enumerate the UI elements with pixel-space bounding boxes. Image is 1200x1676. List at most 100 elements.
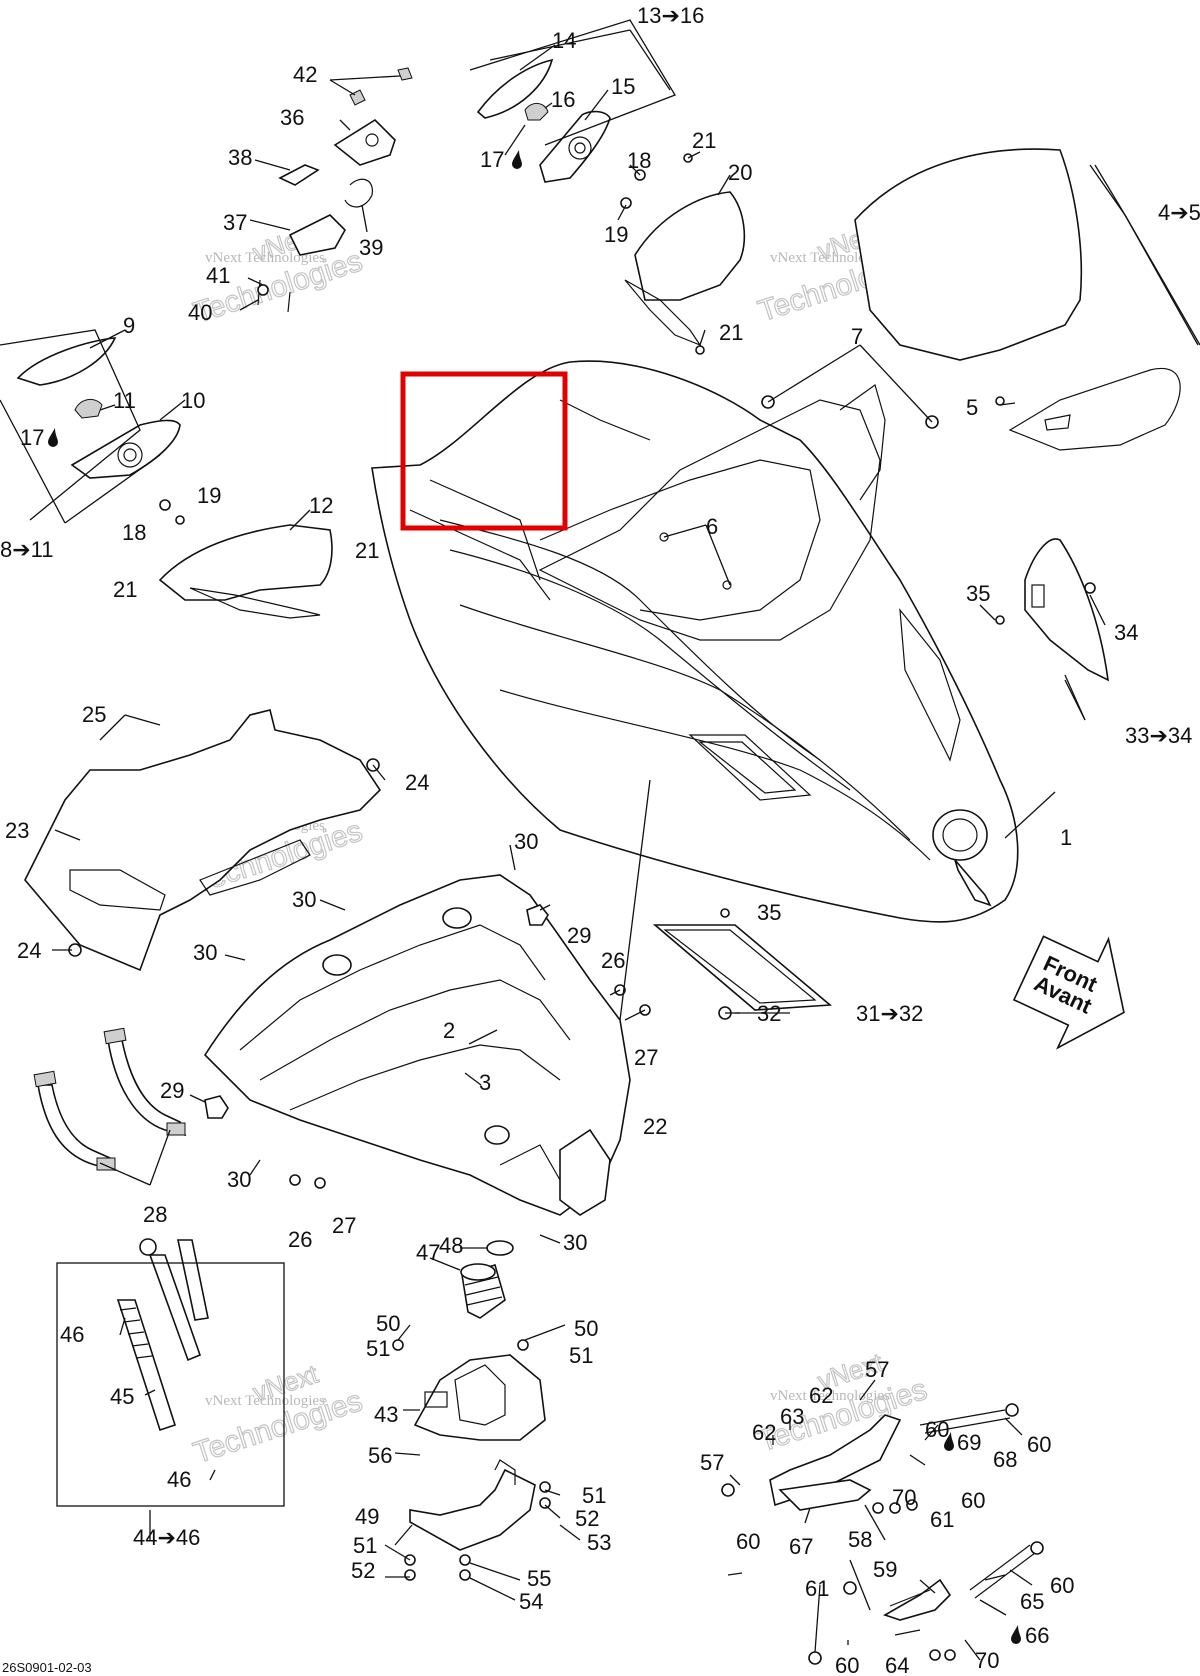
lower-frame-part	[203, 874, 631, 1216]
callout-8-11: 8➔11	[0, 537, 54, 562]
grab-handle-part	[33, 1027, 187, 1172]
callout-2: 2	[443, 1018, 455, 1043]
callout-63: 63	[780, 1404, 804, 1429]
callout-21-mid: 21	[719, 320, 743, 345]
callout-18-left: 18	[122, 520, 146, 545]
hood-part	[371, 360, 1019, 923]
mirror-base-left	[70, 419, 181, 479]
side-panel-12	[158, 524, 333, 619]
callout-60-d: 60	[736, 1529, 760, 1554]
callout-48: 48	[439, 1233, 463, 1258]
callout-58: 58	[848, 1527, 872, 1552]
callout-1: 1	[1060, 825, 1072, 850]
diagram-reference-code: 26S0901-02-03	[2, 1660, 92, 1675]
bracket-33-34	[1064, 674, 1086, 721]
callout-67: 67	[789, 1534, 813, 1559]
console-part	[413, 1354, 546, 1441]
callout-52-right: 52	[575, 1506, 599, 1531]
callout-29-left: 29	[160, 1078, 184, 1103]
windshield-left-part	[16, 337, 117, 386]
callout-25: 25	[82, 702, 106, 727]
callout-46-lower: 46	[167, 1467, 191, 1492]
clamp-48	[486, 1240, 514, 1256]
callout-23: 23	[5, 818, 29, 843]
callout-13-16: 13➔16	[637, 3, 704, 28]
callout-18: 18	[627, 148, 651, 173]
callout-30-left: 30	[193, 940, 217, 965]
knob-16	[524, 103, 549, 121]
side-light-part	[1024, 538, 1109, 682]
callout-34: 34	[1114, 620, 1138, 645]
callout-12: 12	[309, 493, 333, 518]
callout-3: 3	[479, 1070, 491, 1095]
callout-56: 56	[368, 1443, 392, 1468]
bellows-part	[460, 1263, 506, 1319]
fastener-parts	[68, 153, 1096, 1581]
callout-30-upper-left: 30	[292, 887, 316, 912]
callout-60-e: 60	[1050, 1573, 1074, 1598]
drop-icon	[512, 150, 522, 169]
callout-17: 17	[480, 147, 504, 172]
front-direction-arrow: Front Avant	[1012, 935, 1125, 1050]
callout-47: 47	[416, 1240, 440, 1265]
callout-60-f: 60	[835, 1653, 859, 1676]
callout-24-right: 24	[405, 770, 429, 795]
callout-9: 9	[123, 313, 135, 338]
callout-50-left: 50	[376, 1311, 400, 1336]
callout-62-top: 62	[809, 1383, 833, 1408]
rear-cover-part	[24, 709, 382, 972]
callout-7: 7	[851, 324, 863, 349]
drop-icon	[1011, 1625, 1021, 1644]
group-brackets	[0, 19, 1200, 1507]
bracket-13-16	[469, 19, 676, 146]
callout-55: 55	[527, 1566, 551, 1591]
callout-60-a: 60	[925, 1417, 949, 1442]
callout-66: 66	[1025, 1623, 1049, 1648]
callout-49: 49	[355, 1504, 379, 1529]
callout-30-top: 30	[514, 829, 538, 854]
watermark-text: vNext Technologies	[205, 1393, 325, 1409]
callout-60-b: 60	[1027, 1432, 1051, 1457]
callout-51-lower-left: 51	[353, 1533, 377, 1558]
callout-68: 68	[993, 1447, 1017, 1472]
drop-icon	[944, 1432, 954, 1451]
callout-40: 40	[188, 300, 212, 325]
callout-4-5: 4➔5	[1158, 200, 1200, 225]
watermark-text: vNext Technologies	[205, 250, 325, 266]
callout-59: 59	[873, 1557, 897, 1582]
callout-42: 42	[293, 62, 317, 87]
callout-11: 11	[113, 388, 136, 413]
callout-20: 20	[728, 160, 752, 185]
callout-38: 38	[228, 145, 252, 170]
callout-52-left: 52	[351, 1558, 375, 1583]
callout-19: 19	[604, 222, 628, 247]
callout-57-left: 57	[700, 1450, 724, 1475]
callout-24-left: 24	[17, 938, 41, 963]
callout-61-left: 61	[805, 1576, 829, 1601]
callout-51-upper-right: 51	[569, 1343, 593, 1368]
mirror-base-right	[539, 110, 611, 183]
callout-17-left: 17	[20, 425, 44, 450]
callout-70-upper: 70	[892, 1485, 916, 1510]
callout-19-left: 19	[197, 483, 221, 508]
bracket-4-5	[1094, 164, 1200, 346]
callout-16: 16	[551, 87, 575, 112]
callout-54: 54	[519, 1589, 543, 1614]
callout-22: 22	[643, 1114, 667, 1139]
callout-30-bottom: 30	[563, 1230, 587, 1255]
leader-lines	[0, 29, 1199, 1661]
callout-64: 64	[885, 1653, 909, 1676]
steering-kit-box	[56, 1262, 285, 1507]
callout-70-lower: 70	[975, 1648, 999, 1673]
part-drawings	[16, 58, 1181, 1665]
callout-10: 10	[181, 388, 205, 413]
callout-57-top: 57	[865, 1357, 889, 1382]
lubricant-drop-icons	[48, 150, 1021, 1644]
callout-45: 45	[110, 1384, 134, 1409]
callout-41: 41	[206, 263, 230, 288]
callout-46-upper: 46	[60, 1322, 84, 1347]
callout-15: 15	[611, 74, 635, 99]
callout-30-lower-left: 30	[227, 1167, 251, 1192]
windshield-right-part	[854, 148, 1181, 451]
